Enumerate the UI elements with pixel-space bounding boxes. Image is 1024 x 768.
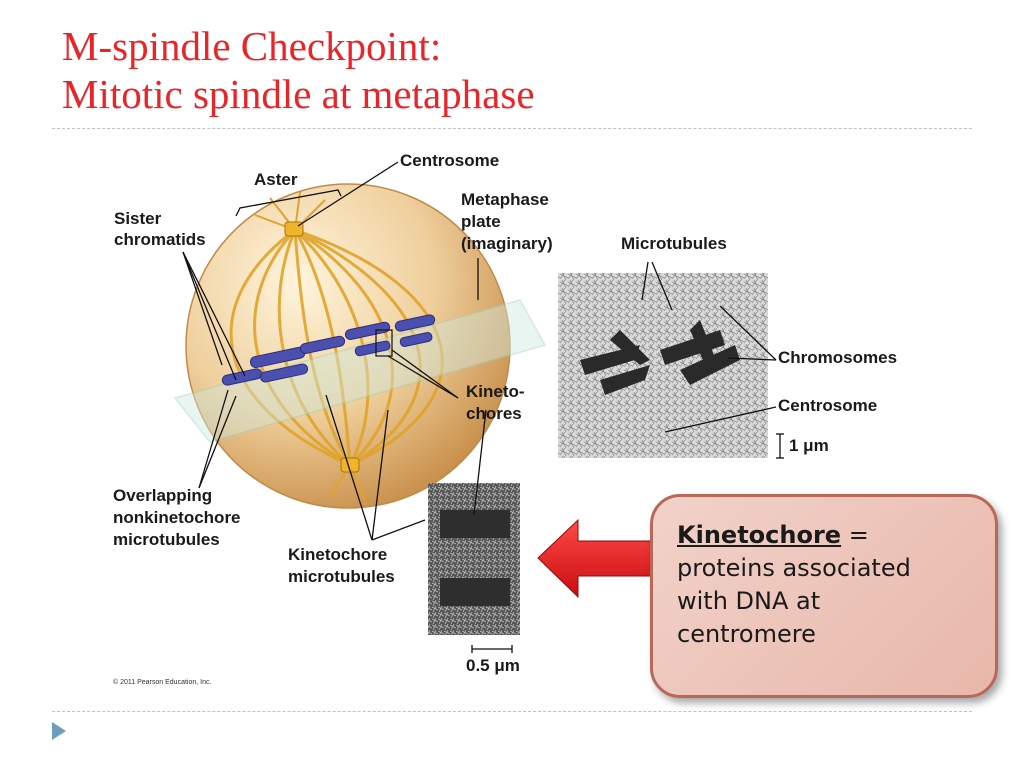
leader-lines xyxy=(182,161,784,653)
bottom-divider xyxy=(52,711,972,712)
callout-term: Kinetochore xyxy=(677,521,842,549)
callout-equals: = xyxy=(841,521,869,549)
top-divider xyxy=(52,128,972,129)
copyright: © 2011 Pearson Education, Inc. xyxy=(113,679,212,686)
pointer-arrow xyxy=(537,518,656,599)
label-sister-chromatids-1: Sister xyxy=(114,209,162,228)
callout-line-1: proteins associated xyxy=(677,554,911,582)
kinetochore-micrograph xyxy=(428,483,520,635)
label-chromosomes: Chromosomes xyxy=(778,348,898,367)
kinetochore-definition-box: Kinetochore = proteins associated with D… xyxy=(650,494,998,698)
label-metaphase-1: Metaphase xyxy=(461,190,549,209)
label-sister-chromatids-2: chromatids xyxy=(114,230,206,249)
label-overlapping-2: nonkinetochore xyxy=(113,508,241,527)
label-metaphase-3: (imaginary) xyxy=(461,234,553,253)
bullet-triangle-icon xyxy=(52,722,66,740)
label-overlapping-3: microtubules xyxy=(113,530,220,549)
callout-line-3: centromere xyxy=(677,620,816,648)
title-line-1: M-spindle Checkpoint: xyxy=(62,23,442,69)
label-metaphase-2: plate xyxy=(461,212,501,231)
cell-sphere xyxy=(185,183,511,509)
chromosome-micrograph xyxy=(558,273,768,458)
label-aster: Aster xyxy=(254,170,298,189)
slide-title: M-spindle Checkpoint: Mitotic spindle at… xyxy=(62,22,535,118)
title-line-2: Mitotic spindle at metaphase xyxy=(62,71,535,117)
label-kinetochore-mt-1: Kinetochore xyxy=(288,545,388,564)
kinetochore-box xyxy=(375,329,393,357)
label-kinetochores-1: Kineto- xyxy=(466,382,525,401)
callout-line-0: Kinetochore = xyxy=(677,519,975,552)
callout-line-2: with DNA at xyxy=(677,587,821,615)
label-kinetochore-mt-2: microtubules xyxy=(288,567,395,586)
label-kinetochores-2: chores xyxy=(466,404,522,423)
label-scale-05um: 0.5 μm xyxy=(466,656,520,675)
label-overlapping-1: Overlapping xyxy=(113,486,213,505)
label-microtubules: Microtubules xyxy=(621,234,727,253)
chromosomes-diagram xyxy=(221,314,436,386)
spindle-fibers xyxy=(229,228,444,467)
label-scale-1um: 1 μm xyxy=(789,436,829,455)
label-centrosome-micrograph: Centrosome xyxy=(778,396,878,415)
metaphase-plate-plane xyxy=(173,299,547,443)
label-centrosome: Centrosome xyxy=(400,151,500,170)
